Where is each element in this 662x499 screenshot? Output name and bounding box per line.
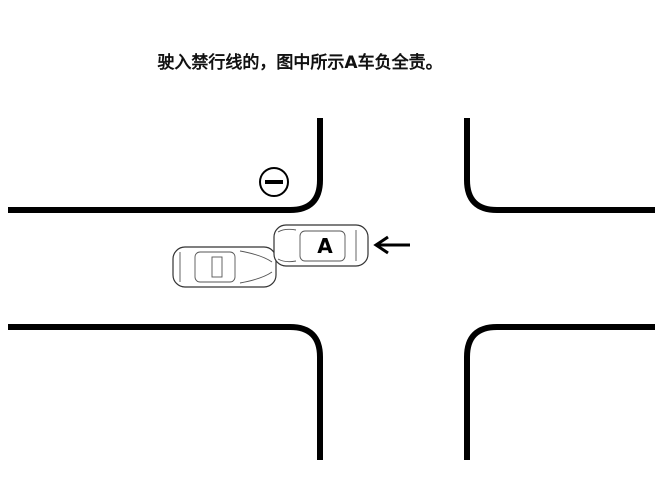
car-a: A [273, 224, 369, 267]
no-entry-sign-icon [259, 167, 289, 197]
car-a-label: A [317, 234, 333, 258]
road-edge-top-right [464, 118, 655, 213]
arrow-left-icon [373, 235, 410, 255]
diagram-caption: 驶入禁行线的，图中所示A车负全责。 [157, 53, 443, 73]
road-edge-bottom-left [8, 324, 323, 460]
car-b [172, 246, 277, 288]
road-edge-top-left [8, 118, 323, 213]
road-edge-bottom-right [464, 324, 655, 460]
